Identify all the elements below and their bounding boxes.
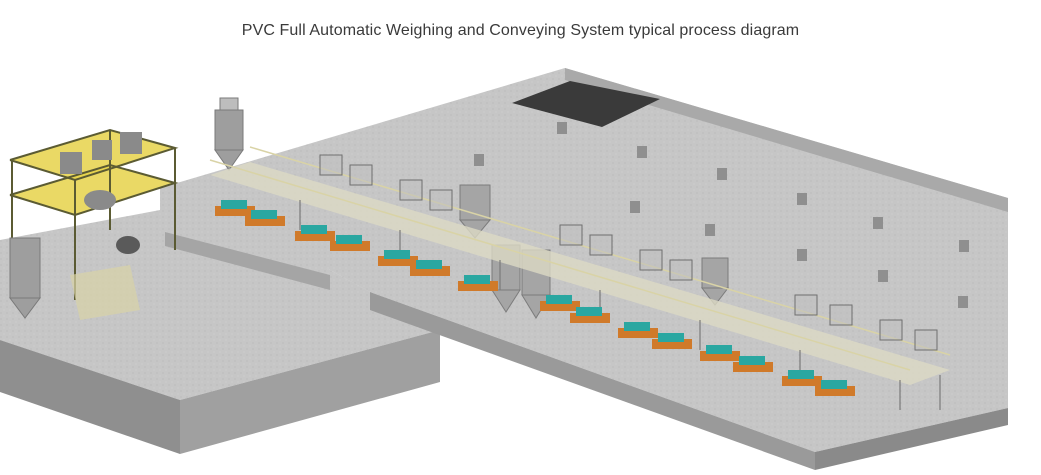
lower-floor-side bbox=[180, 330, 440, 454]
mixer-tower-icon bbox=[9, 128, 179, 320]
extruder-icon bbox=[215, 200, 855, 396]
lower-floor bbox=[0, 210, 440, 400]
step-wall-2 bbox=[370, 292, 815, 470]
page-title: PVC Full Automatic Weighing and Conveyin… bbox=[241, 22, 800, 39]
floor-edge-right bbox=[565, 68, 1008, 212]
machine-frames bbox=[319, 154, 938, 351]
step-wall bbox=[165, 232, 330, 290]
step-wall-3 bbox=[815, 408, 1008, 470]
silo-icon bbox=[9, 97, 244, 319]
lower-floor-front bbox=[0, 340, 180, 454]
upper-floor bbox=[160, 68, 1008, 452]
floor-opening bbox=[512, 81, 660, 127]
floor-posts bbox=[474, 122, 969, 308]
